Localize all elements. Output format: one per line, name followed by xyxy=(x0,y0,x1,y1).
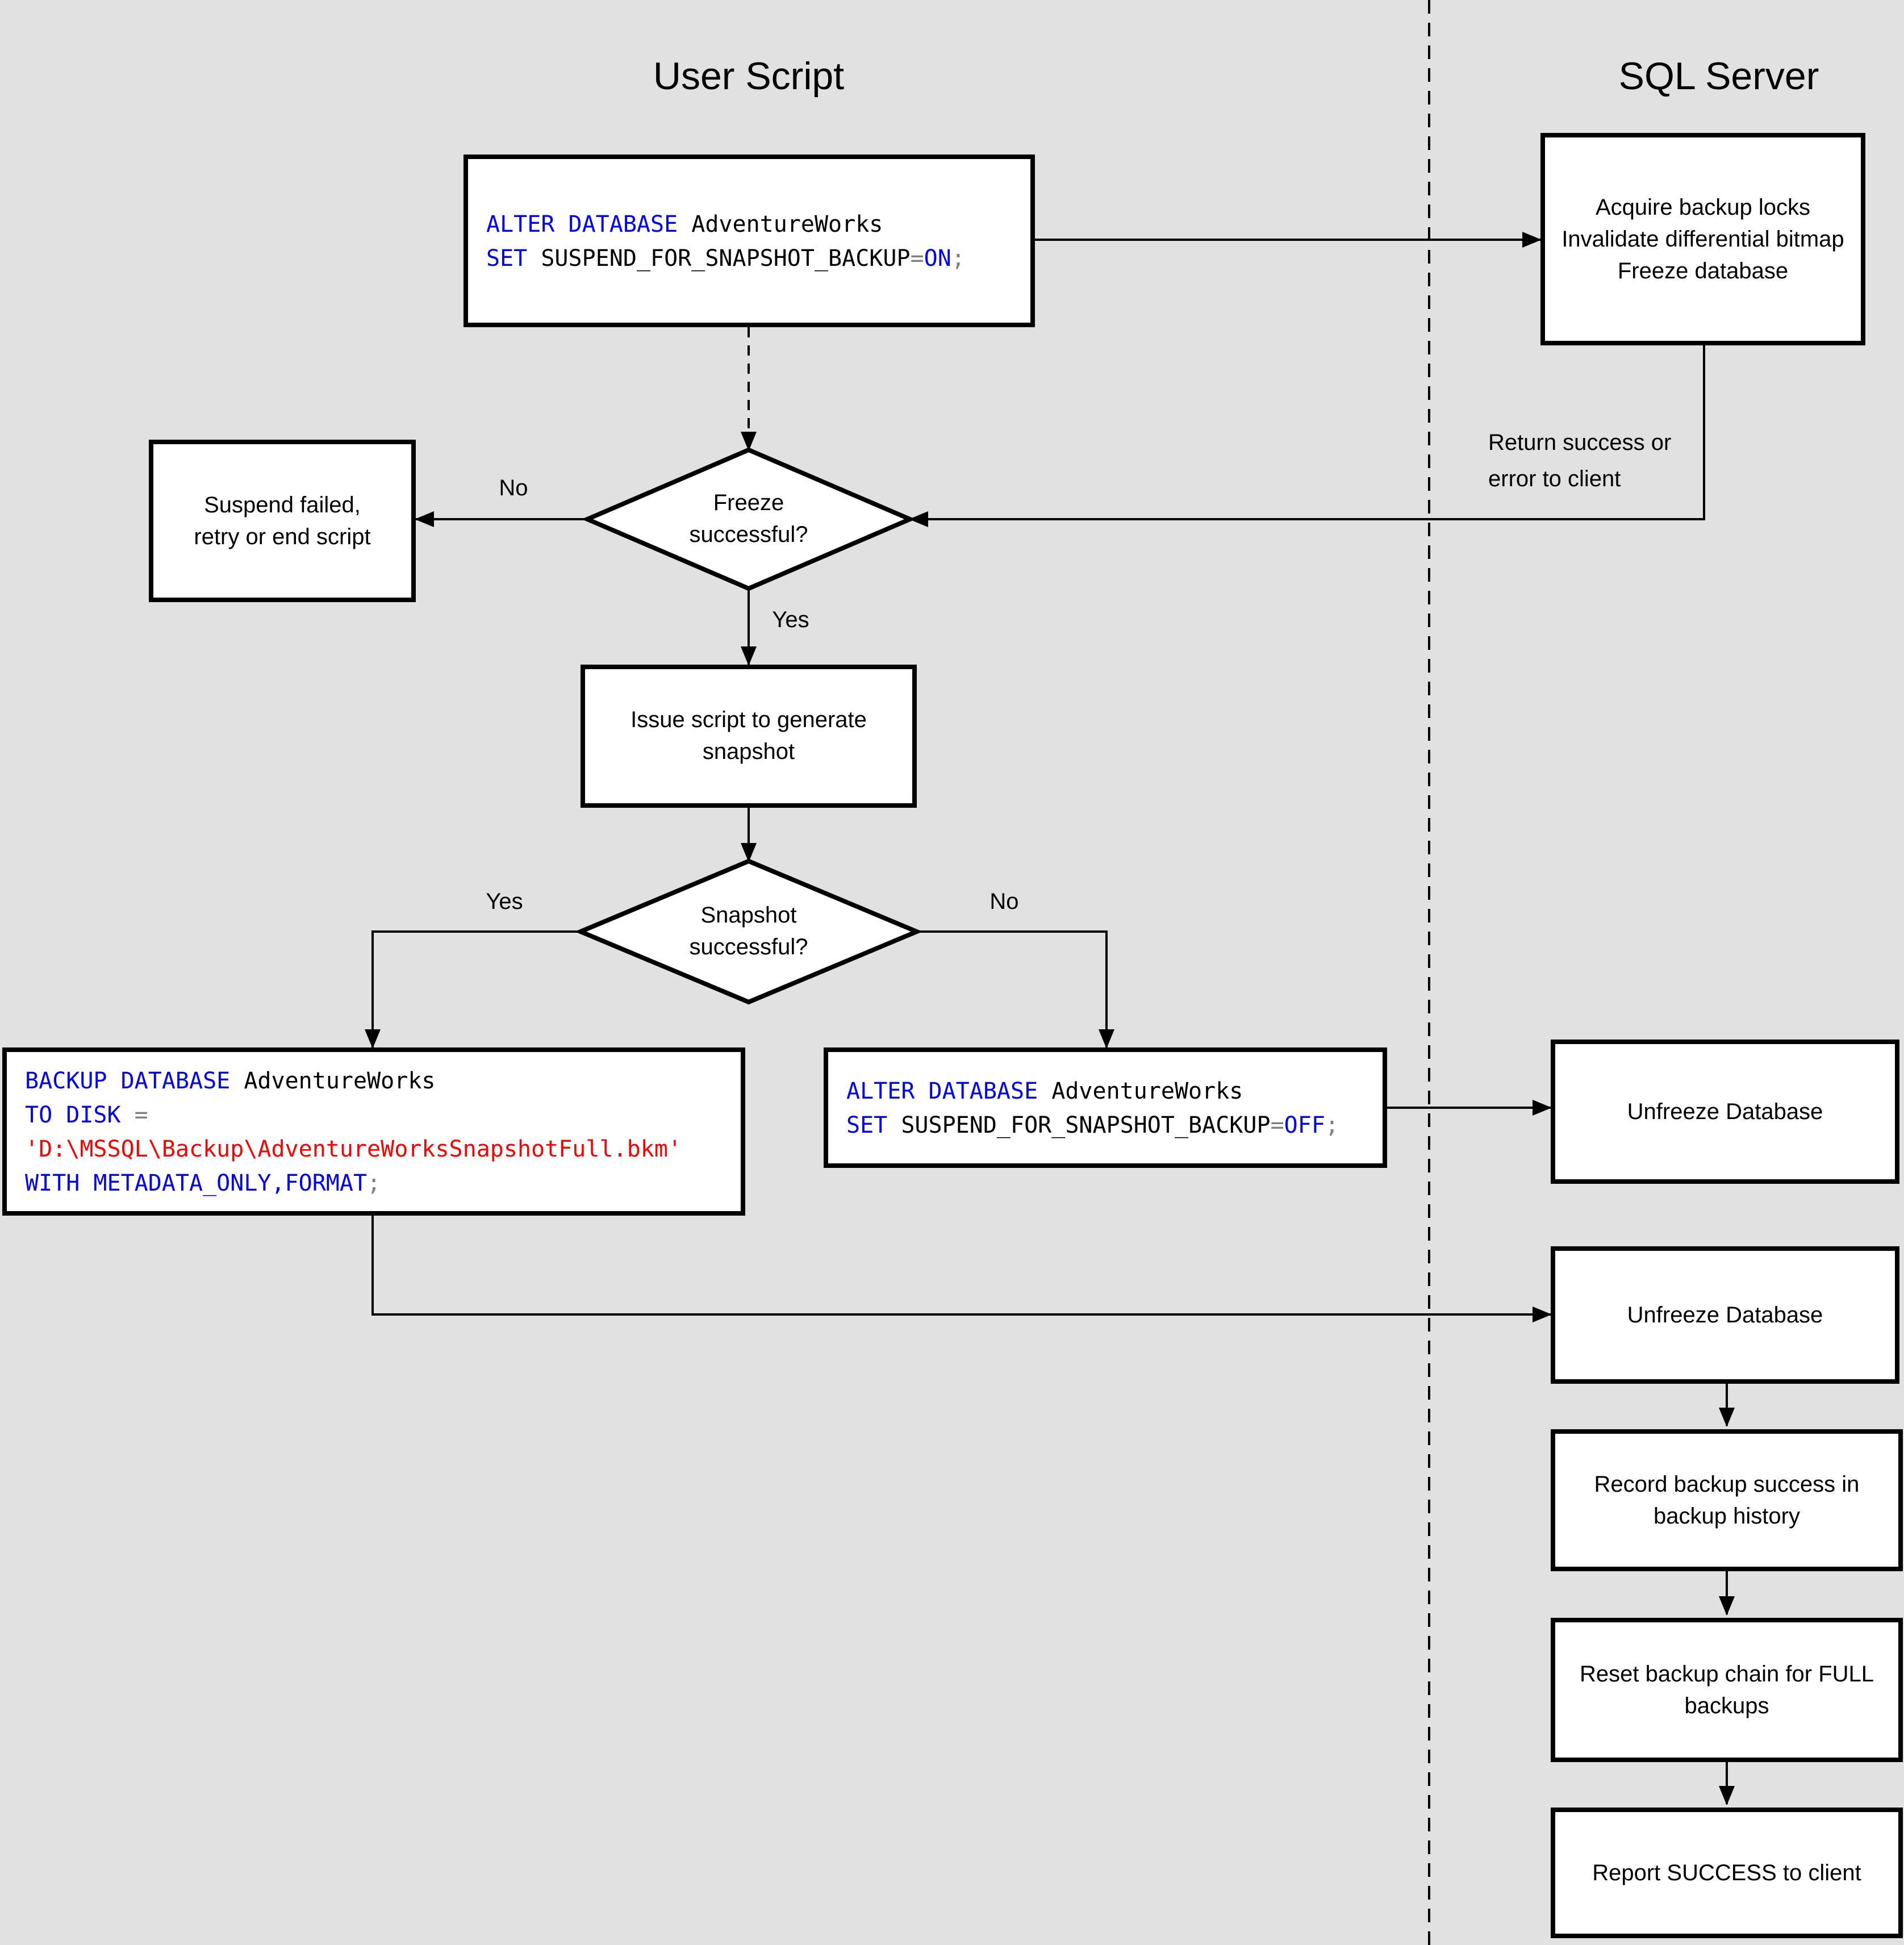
sql-keyword: ALTER DATABASE xyxy=(846,1077,1038,1104)
sql-operator: ; xyxy=(1325,1111,1339,1138)
process-reset-backup-chain: Reset backup chain for FULL backups xyxy=(1551,1618,1903,1762)
sql-keyword: WITH METADATA_ONLY,FORMAT xyxy=(25,1169,368,1196)
sql-operator: = xyxy=(120,1101,148,1128)
decision-snapshot-label: Snapshot successful? xyxy=(689,903,808,960)
process-record-backup-history: Record backup success in backup history xyxy=(1551,1429,1903,1571)
code-line: SET SUSPEND_FOR_SNAPSHOT_BACKUP=ON; xyxy=(486,241,1030,275)
branch-label-snapshot-no: No xyxy=(989,890,1019,915)
process-unfreeze-database-2: Unfreeze Database xyxy=(1551,1246,1899,1384)
branch-label-snapshot-yes: Yes xyxy=(486,890,523,915)
column-title-user-script: User Script xyxy=(653,55,845,98)
process-unfreeze-database-1: Unfreeze Database xyxy=(1551,1040,1899,1184)
sql-identifier: AdventureWorks xyxy=(1038,1077,1243,1104)
connector-snapshot-yes xyxy=(365,930,581,1049)
sql-identifier: AdventureWorks xyxy=(230,1067,436,1094)
sql-operator: ; xyxy=(951,244,965,272)
sql-string: 'D:\MSSQL\Backup\AdventureWorksSnapshotF… xyxy=(25,1135,682,1162)
connector-snapshot-no xyxy=(917,930,1114,1049)
branch-label-freeze-no: No xyxy=(499,476,528,501)
sql-identifier: AdventureWorks xyxy=(678,210,883,237)
branch-label-freeze-yes: Yes xyxy=(772,608,809,633)
sql-identifier: SUSPEND_FOR_SNAPSHOT_BACKUP xyxy=(527,244,911,272)
code-line: WITH METADATA_ONLY,FORMAT; xyxy=(25,1166,741,1200)
sql-operator: = xyxy=(910,244,924,272)
process-issue-snapshot-script: Issue script to generate snapshot xyxy=(581,665,917,808)
process-suspend-failed: Suspend failed, retry or end script xyxy=(149,440,416,602)
code-line: ALTER DATABASE AdventureWorks xyxy=(486,207,1030,241)
code-line: 'D:\MSSQL\Backup\AdventureWorksSnapshotF… xyxy=(25,1132,741,1166)
code-box-alter-suspend-on: ALTER DATABASE AdventureWorks SET SUSPEN… xyxy=(464,155,1035,327)
process-report-success: Report SUCCESS to client xyxy=(1551,1808,1903,1938)
sql-keyword: OFF xyxy=(1284,1111,1325,1138)
column-title-sql-server: SQL Server xyxy=(1618,55,1819,98)
sql-operator: = xyxy=(1270,1111,1284,1138)
sql-keyword: SET xyxy=(846,1111,888,1138)
code-line: BACKUP DATABASE AdventureWorks xyxy=(25,1063,741,1097)
code-box-backup-metadata-only: BACKUP DATABASE AdventureWorks TO DISK =… xyxy=(2,1047,745,1216)
sql-keyword: TO DISK xyxy=(25,1101,121,1128)
connector-acquire-to-freeze-decision xyxy=(909,345,1705,527)
process-acquire-backup-locks: Acquire backup locks Invalidate differen… xyxy=(1540,133,1865,345)
decision-snapshot-diamond xyxy=(574,858,923,1005)
sql-keyword: ALTER DATABASE xyxy=(486,210,678,237)
code-line: SET SUSPEND_FOR_SNAPSHOT_BACKUP=OFF; xyxy=(846,1108,1383,1142)
code-line: ALTER DATABASE AdventureWorks xyxy=(846,1074,1383,1108)
code-line: TO DISK = xyxy=(25,1097,741,1132)
sql-operator: ; xyxy=(367,1169,381,1196)
sql-keyword: SET xyxy=(486,244,528,272)
code-box-alter-suspend-off: ALTER DATABASE AdventureWorks SET SUSPEN… xyxy=(824,1047,1387,1168)
decision-freeze-label: Freeze successful? xyxy=(689,491,808,548)
sql-keyword: ON xyxy=(924,244,951,272)
sql-identifier: SUSPEND_FOR_SNAPSHOT_BACKUP xyxy=(887,1111,1271,1138)
sql-keyword: BACKUP DATABASE xyxy=(25,1067,231,1094)
connector-backup-to-unfreeze2 xyxy=(371,1216,1552,1322)
annotation-return-success: Return success or error to client xyxy=(1488,431,1672,492)
